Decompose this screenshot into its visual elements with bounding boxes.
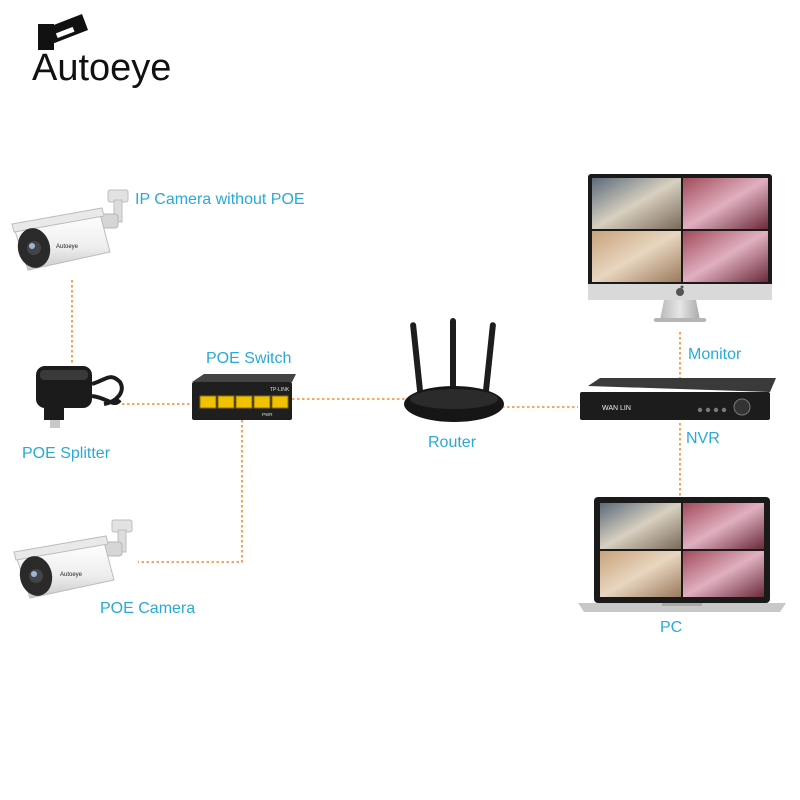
cctv-camera-icon: [38, 14, 88, 50]
pc: [578, 497, 786, 612]
label-poe-camera: POE Camera: [100, 600, 195, 617]
poe-camera-logo: Autoeye: [60, 572, 83, 578]
nvr: WAN LIN: [580, 378, 776, 420]
brand-logo: Autoeye: [32, 14, 171, 89]
nvr-buttons: [697, 407, 727, 413]
pc-screen: [600, 503, 764, 597]
connections: [71, 280, 681, 563]
switch-brand: TP-LINK: [270, 387, 290, 393]
label-ip-camera: IP Camera without POE: [135, 191, 305, 208]
nvr-brand: WAN LIN: [602, 405, 631, 412]
label-pc: PC: [660, 619, 682, 636]
nvr-dial: [733, 398, 751, 416]
poe-switch: TP-LINK PWR: [192, 374, 296, 420]
switch-ports: [199, 395, 289, 409]
ip-camera: Autoeye: [11, 189, 129, 271]
label-poe-splitter: POE Splitter: [22, 445, 111, 462]
brand-name: Autoeye: [32, 47, 171, 89]
ip-camera-logo: Autoeye: [56, 244, 79, 250]
label-router: Router: [428, 434, 477, 451]
label-poe-switch: POE Switch: [206, 350, 291, 367]
router: [404, 318, 504, 422]
label-monitor: Monitor: [688, 346, 742, 363]
poe-splitter: [36, 366, 124, 428]
label-nvr: NVR: [686, 430, 720, 447]
monitor: [588, 174, 772, 322]
link-switch-poecam: [138, 420, 243, 563]
poe-camera: Autoeye: [13, 519, 133, 599]
switch-pwr: PWR: [262, 412, 273, 417]
monitor-screen: [592, 178, 768, 282]
apple-icon: [676, 285, 684, 296]
